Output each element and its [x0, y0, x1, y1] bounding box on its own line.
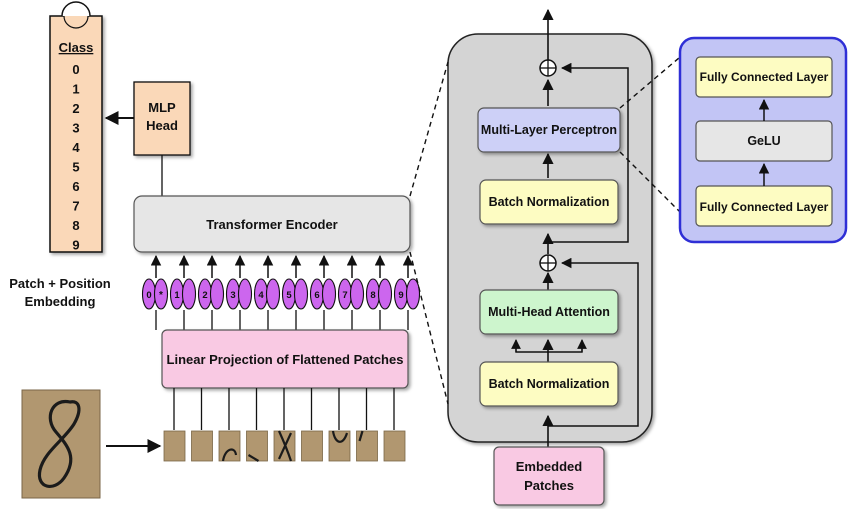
embedding-token: 4: [253, 254, 281, 330]
image-patch: [191, 430, 213, 462]
class-item: 6: [72, 179, 79, 194]
position-label: 6: [314, 290, 319, 301]
transformer-encoder-label: Transformer Encoder: [206, 217, 338, 232]
zoom-line-bottom: [409, 251, 449, 405]
embedding-label-line1: Patch + Position: [9, 276, 111, 291]
image-patches: [163, 430, 406, 462]
linear-projection: Linear Projection of Flattened Patches: [161, 329, 409, 389]
mlp-head-line1: MLP: [148, 100, 176, 115]
residual-upper: [548, 62, 629, 243]
batch-norm-bottom-label: Batch Normalization: [489, 377, 610, 391]
add-node-lower: [539, 254, 557, 272]
class-list: 0 1 2 3 4 5 6 7 8 9: [72, 62, 80, 253]
class-token-marker: *: [159, 290, 163, 301]
position-label: 0: [146, 290, 151, 301]
mlp-box: Multi-Layer Perceptron: [477, 107, 621, 153]
class-item: 0: [72, 62, 79, 77]
embedded-patches-line2: Patches: [524, 478, 574, 493]
class-item: 7: [72, 199, 79, 214]
image-patch: [328, 430, 351, 462]
position-label: 9: [398, 290, 403, 301]
embedding-token: 6: [309, 254, 337, 330]
class-item: 1: [72, 82, 79, 97]
embedding-token: 8: [365, 254, 393, 330]
input-image: [21, 389, 101, 499]
mlp-zoom-line-top: [619, 51, 687, 109]
image-patch: [301, 430, 323, 462]
embedding-token: 9: [393, 254, 421, 330]
zoom-line-top: [409, 61, 449, 197]
transformer-encoder: Transformer Encoder: [133, 195, 411, 253]
embedded-patches-box: Embedded Patches: [493, 446, 605, 506]
embedding-token: 2: [197, 254, 225, 330]
class-item: 8: [72, 218, 79, 233]
batch-norm-top-box: Batch Normalization: [479, 179, 619, 225]
embedded-patches-line1: Embedded: [516, 459, 583, 474]
class-item: 5: [72, 160, 79, 175]
position-label: 8: [370, 290, 375, 301]
fc-top-label: Fully Connected Layer: [700, 70, 829, 84]
patch-input-lines: [173, 388, 395, 430]
add-node-upper: [539, 59, 557, 77]
class-item: 9: [72, 238, 79, 253]
image-patch: [163, 430, 186, 462]
batch-norm-top-label: Batch Normalization: [489, 195, 610, 209]
embedding-token: 3: [225, 254, 253, 330]
fc-bottom-label: Fully Connected Layer: [700, 200, 829, 214]
class-header: Class: [59, 40, 94, 55]
mlp-head: MLP Head: [133, 81, 191, 156]
image-patch: [383, 430, 406, 462]
activation-label: GeLU: [747, 134, 780, 148]
class-scroll: Class 0 1 2 3 4 5 6 7 8 9: [49, 1, 103, 253]
embedding-token: 0*: [141, 254, 169, 330]
image-patch: [356, 430, 378, 462]
mlp-detail-panel: Fully Connected Layer GeLU Fully Connect…: [678, 36, 848, 244]
embedding-label-line2: Embedding: [25, 294, 96, 309]
position-label: 2: [202, 290, 207, 301]
position-label: 1: [174, 290, 180, 301]
image-patch: [246, 430, 268, 462]
residual-lower: [548, 257, 639, 427]
embedding-token: 7: [337, 254, 365, 330]
image-patch: [218, 430, 241, 462]
position-label: 5: [286, 290, 292, 301]
mlp-zoom-line-bottom: [619, 151, 687, 219]
class-item: 3: [72, 121, 79, 136]
mlp-box-label: Multi-Layer Perceptron: [481, 123, 617, 137]
batch-norm-bottom-box: Batch Normalization: [479, 361, 619, 407]
embedding-token: 5: [281, 254, 309, 330]
mlp-head-line2: Head: [146, 118, 178, 133]
position-label: 3: [230, 290, 235, 301]
class-item: 2: [72, 101, 79, 116]
linear-projection-label: Linear Projection of Flattened Patches: [167, 352, 404, 367]
attention-box: Multi-Head Attention: [479, 289, 619, 335]
position-label: 4: [258, 290, 264, 301]
embedding-token: 1: [169, 254, 197, 330]
class-item: 4: [72, 140, 80, 155]
image-patch: [273, 430, 296, 462]
attention-box-label: Multi-Head Attention: [488, 305, 610, 319]
position-label: 7: [342, 290, 347, 301]
